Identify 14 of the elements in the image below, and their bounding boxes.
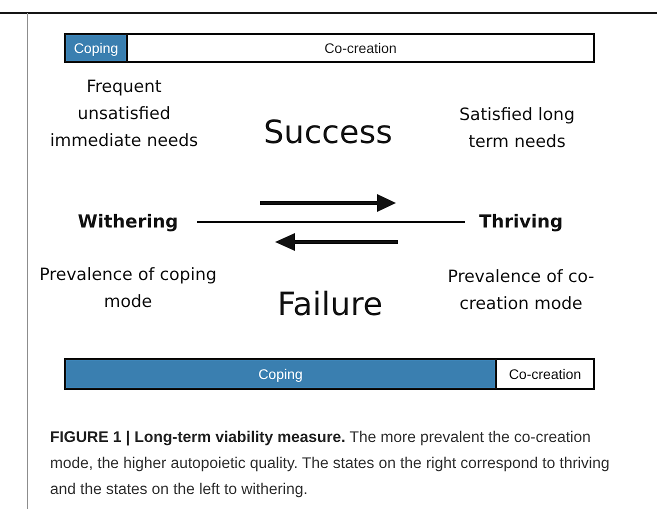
bar-segment: Coping bbox=[64, 33, 128, 63]
bar-segment: Co-creation bbox=[126, 33, 595, 63]
text-label: Success bbox=[262, 112, 394, 152]
text-label: Prevalence of coping mode bbox=[38, 264, 218, 314]
connector-line bbox=[197, 221, 465, 223]
caption: FIGURE 1 | Long-term viability measure. The more prevalent the co-creation mode, the higher autopoietic quality. The states on the right correspond to thriving and the states on the left to withering. bbox=[50, 428, 610, 500]
text-label: Prevalence of co-creation mode bbox=[446, 266, 596, 316]
text-label: Failure bbox=[276, 284, 384, 324]
state-label: Withering bbox=[78, 212, 178, 232]
text-label: Frequent unsatisfied immediate needs bbox=[49, 76, 199, 153]
bar-segment: Coping bbox=[64, 358, 497, 390]
state-label: Thriving bbox=[479, 212, 563, 232]
text-label: Satisfied long term needs bbox=[458, 104, 576, 154]
bar-segment: Co-creation bbox=[495, 358, 595, 390]
